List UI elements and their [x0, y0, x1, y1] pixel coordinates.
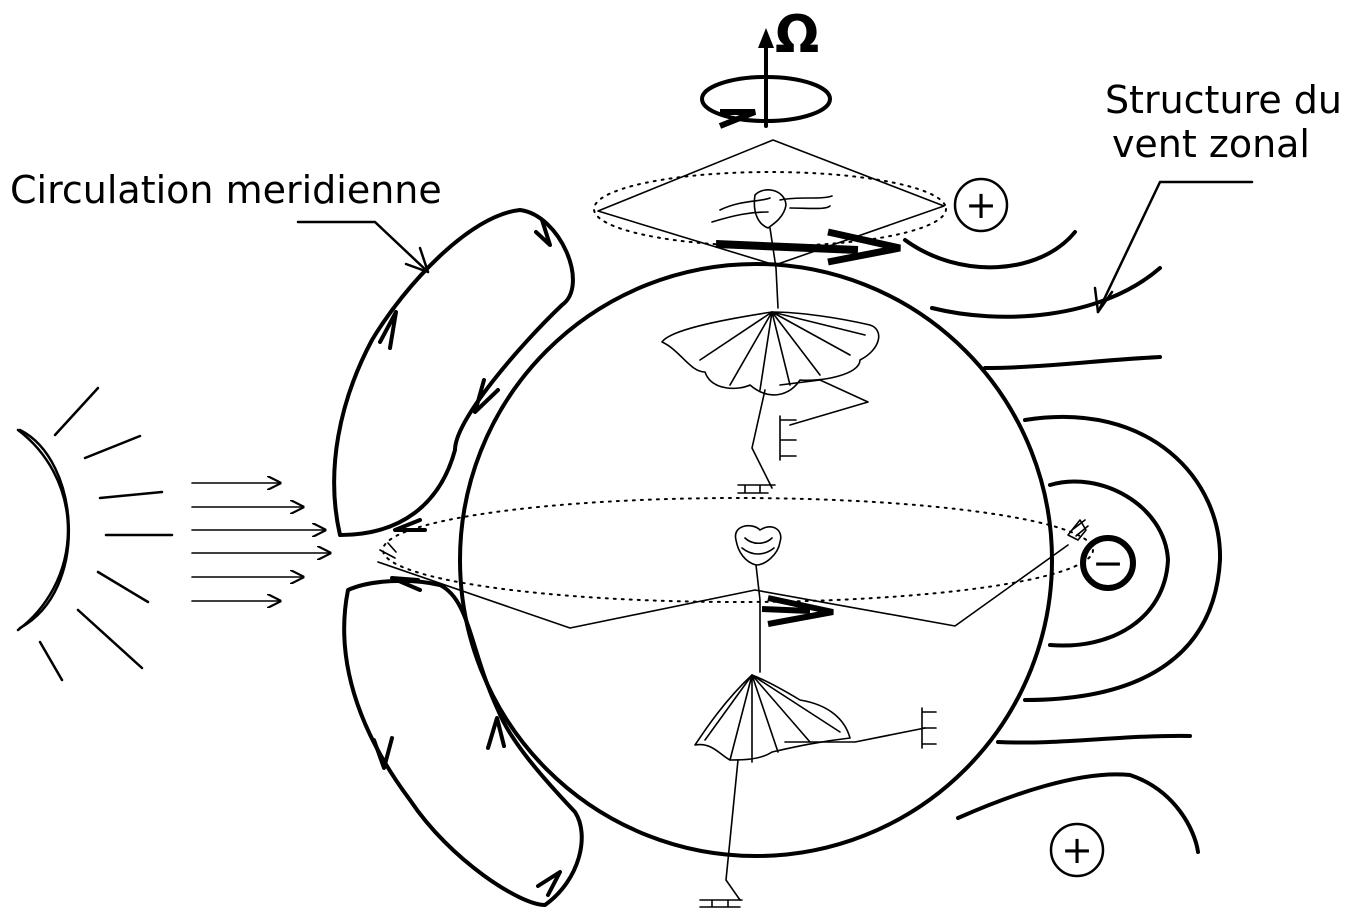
- figure-skater-icon: [662, 312, 879, 493]
- meridional-cell-south: [344, 578, 582, 905]
- omega-label: Ω: [775, 5, 819, 65]
- circulation-pointer: [298, 222, 428, 272]
- zonal-wind-arrow-top: [716, 232, 900, 262]
- equator-ellipse: [383, 498, 1093, 602]
- figure-skater-icon: [1068, 520, 1088, 540]
- minus-sign: −: [1092, 541, 1124, 585]
- high-pressure-marker-bottom: +: [1051, 824, 1103, 876]
- zonal-wind-contours: [905, 232, 1220, 852]
- low-pressure-marker: −: [1083, 538, 1133, 588]
- solar-radiation-arrows: [192, 483, 330, 601]
- circulation-label: Circulation meridienne: [10, 168, 442, 212]
- meridional-cell-north: [334, 210, 573, 535]
- plus-sign-top: +: [965, 183, 997, 227]
- structure-label-line2: vent zonal: [1112, 122, 1310, 166]
- planet-globe: [460, 264, 1052, 856]
- equatorial-plane: [378, 545, 1068, 628]
- plus-sign-bottom: +: [1061, 828, 1093, 872]
- high-pressure-marker-top: +: [955, 179, 1007, 231]
- sun-icon: [18, 388, 172, 680]
- structure-label-line1: Structure du: [1105, 78, 1342, 122]
- figure-skater-icon: [695, 675, 936, 907]
- equator-convergence: [380, 543, 396, 558]
